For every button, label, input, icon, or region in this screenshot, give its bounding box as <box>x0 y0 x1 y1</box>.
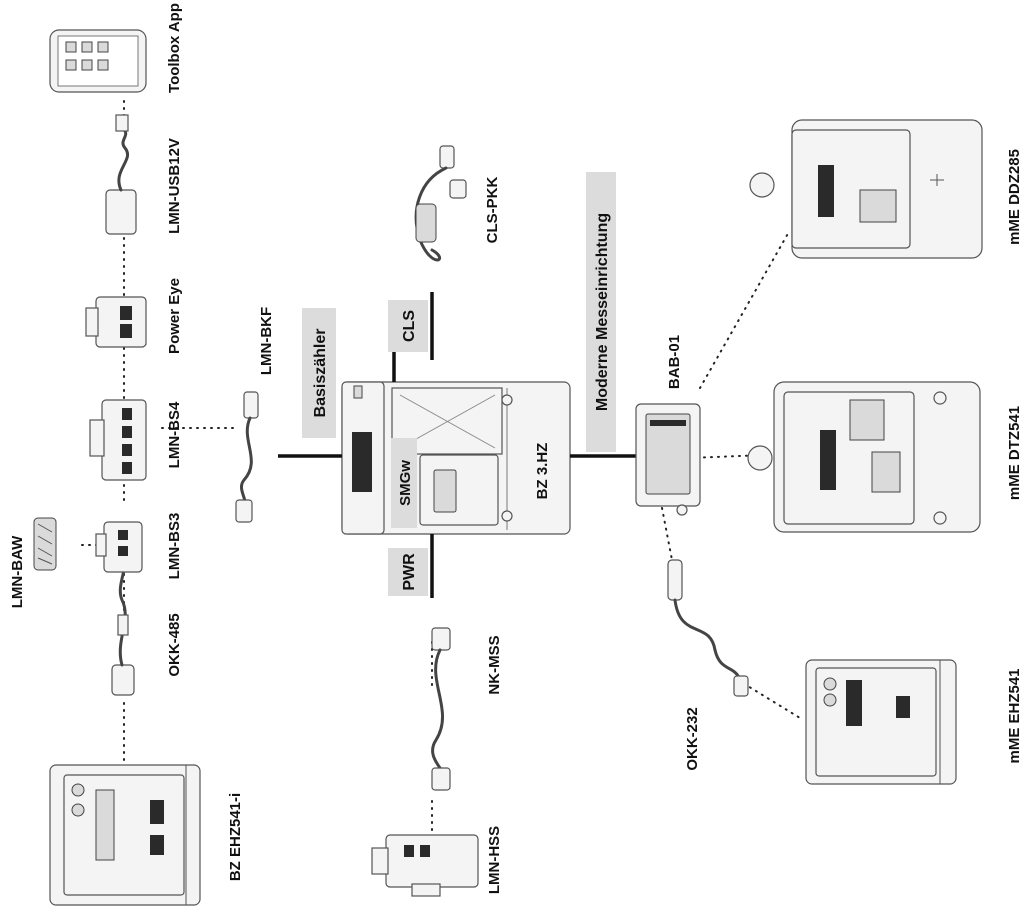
adapter-icon <box>89 399 147 481</box>
label-okk-232: OKK-232 <box>684 707 701 770</box>
label-moderne-messeinrichtung: Moderne Messeinrichtung <box>594 213 611 411</box>
cable-icon <box>105 114 137 235</box>
tag-box-mme <box>586 172 616 452</box>
label-lmn-bs3: LMN-BS3 <box>166 513 183 580</box>
label-lmn-hss: LMN-HSS <box>486 826 503 894</box>
cable-icon <box>111 553 135 696</box>
label-bz-3hz: BZ 3.HZ <box>534 443 551 500</box>
adapter-icon <box>635 403 701 516</box>
label-smgw: SMGw <box>397 460 414 506</box>
label-cls: CLS <box>401 310 418 342</box>
meter-device-icon <box>749 119 983 259</box>
label-mme-dtz541: mME DTZ541 <box>1006 406 1023 500</box>
cable-icon <box>431 627 451 791</box>
cable-icon <box>667 559 749 697</box>
label-toolbox-app: Toolbox App <box>166 3 183 93</box>
meter-device-icon <box>747 381 981 533</box>
label-cls-pkk: CLS-PKK <box>484 177 501 244</box>
tag-box-smgw <box>391 438 417 528</box>
connector-bars <box>278 292 636 598</box>
label-nk-mss: NK-MSS <box>486 635 503 694</box>
adapter-icon <box>371 834 479 897</box>
label-bab-01: BAB-01 <box>666 335 683 389</box>
cable-icon <box>235 391 259 523</box>
adapter-icon <box>95 521 143 573</box>
cable-icon <box>414 145 467 262</box>
label-okk-485: OKK-485 <box>166 613 183 676</box>
adapter-icon <box>33 517 57 571</box>
label-power-eye: Power Eye <box>166 278 183 354</box>
label-mme-ehz541: mME EHZ541 <box>1006 668 1023 763</box>
meter-device-icon <box>49 764 201 906</box>
label-basiszaehler: Basiszähler <box>312 329 329 418</box>
tag-box-pwr <box>388 548 428 596</box>
label-lmn-bs4: LMN-BS4 <box>166 401 183 468</box>
label-lmn-bkf: LMN-BKF <box>258 307 275 375</box>
meter-device-icon <box>805 659 957 785</box>
adapter-icon <box>85 296 147 348</box>
phone-app-icon <box>49 29 147 93</box>
tag-box-basiszaehler <box>302 308 336 438</box>
label-mme-ddz285: mME DDZ285 <box>1006 149 1023 245</box>
label-lmn-usb12v: LMN-USB12V <box>166 138 183 234</box>
label-lmn-baw: LMN-BAW <box>9 535 26 608</box>
label-pwr: PWR <box>401 553 418 591</box>
tag-box-cls <box>388 300 428 352</box>
label-bz-ehz541-i: BZ EHZ541-i <box>227 793 244 881</box>
